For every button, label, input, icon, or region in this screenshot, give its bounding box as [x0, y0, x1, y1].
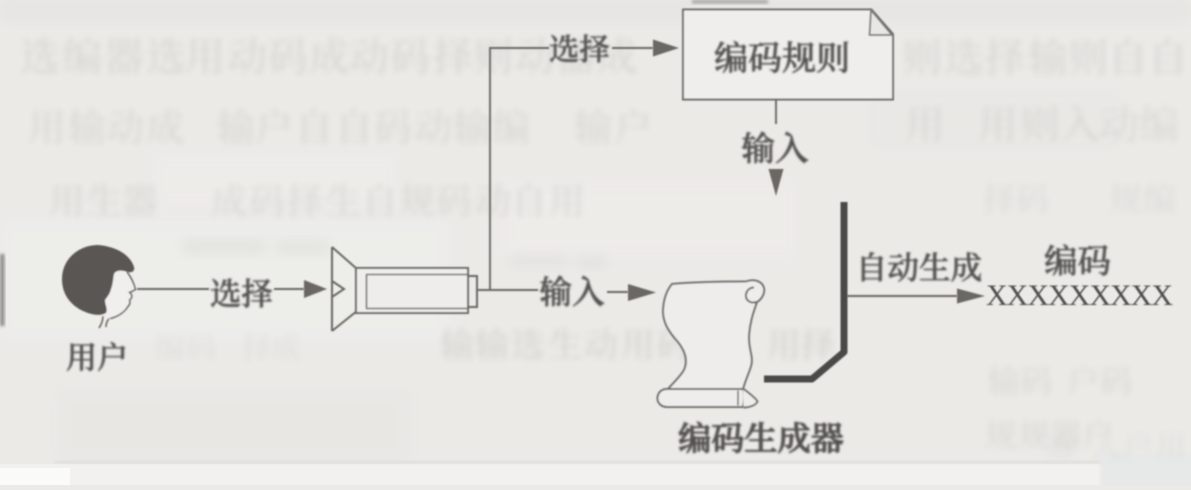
svg-text:XXXXXXXXX: XXXXXXXXX — [986, 279, 1173, 312]
